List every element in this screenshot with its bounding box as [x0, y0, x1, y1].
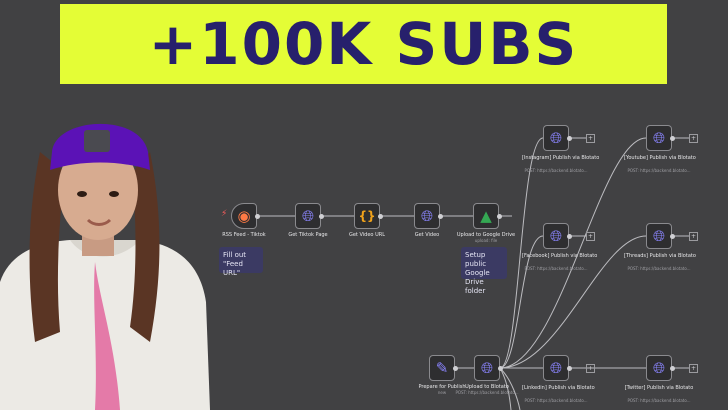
output-port[interactable] [438, 214, 443, 219]
add-node-plus-icon[interactable]: + [689, 232, 698, 241]
output-port[interactable] [567, 366, 572, 371]
node-subtitle: POST: https://backend.blotato... [455, 390, 519, 395]
output-port[interactable] [255, 214, 260, 219]
wire-to-threads [499, 235, 647, 369]
sticky-note-feed-url[interactable]: Fill out "Feed URL" [219, 247, 263, 277]
output-port[interactable] [378, 214, 383, 219]
node-subtitle: upload: file [474, 238, 498, 243]
globe-icon: 🌐︎ [301, 206, 314, 225]
output-port[interactable] [497, 214, 502, 219]
node-label: Get Tiktok Page [288, 232, 328, 238]
wire-to-instagram [499, 137, 544, 369]
node-instagram-publish[interactable]: 🌐︎ [543, 125, 569, 151]
output-port[interactable] [498, 366, 503, 371]
output-port[interactable] [453, 366, 458, 371]
wire-to-youtube [499, 137, 647, 369]
node-get-video-url[interactable]: {} [354, 203, 380, 229]
node-rss-feed[interactable]: ◉ [231, 203, 257, 229]
node-twitter-publish[interactable]: 🌐︎ [646, 355, 672, 381]
output-port[interactable] [670, 136, 675, 141]
node-linkedin-publish[interactable]: 🌐︎ [543, 355, 569, 381]
node-upload-blotato[interactable]: 🌐︎ [474, 355, 500, 381]
globe-icon: 🌐︎ [652, 358, 665, 377]
node-youtube-publish[interactable]: 🌐︎ [646, 125, 672, 151]
node-subtitle: POST: https://backend.blotato... [524, 398, 588, 403]
node-label: Upload to Blotato [465, 384, 509, 390]
node-label: Upload to Google Drive [456, 232, 516, 238]
node-get-tiktok-page[interactable]: 🌐︎ [295, 203, 321, 229]
subscriber-banner: +100K SUBS [60, 4, 667, 84]
node-subtitle: POST: https://backend.blotato... [627, 266, 691, 271]
wire-down-1 [499, 367, 521, 410]
globe-icon: 🌐︎ [652, 128, 665, 147]
output-port[interactable] [670, 234, 675, 239]
add-node-plus-icon[interactable]: + [586, 364, 595, 373]
google-drive-icon: ▲ [480, 206, 492, 225]
node-label: [Threads] Publish via Blotato [624, 253, 696, 259]
node-get-video[interactable]: 🌐︎ [414, 203, 440, 229]
banner-text: +100K SUBS [148, 10, 579, 78]
node-upload-google-drive[interactable]: ▲ [473, 203, 499, 229]
node-label: [Instagram] Publish via Blotato [522, 155, 600, 161]
node-subtitle: POST: https://backend.blotato... [627, 398, 691, 403]
node-prepare-publish[interactable]: ✎ [429, 355, 455, 381]
globe-icon: 🌐︎ [549, 358, 562, 377]
wire-to-facebook [499, 235, 544, 369]
add-node-plus-icon[interactable]: + [586, 134, 595, 143]
node-label: [Youtube] Publish via Blotato [624, 155, 696, 161]
output-port[interactable] [567, 234, 572, 239]
node-subtitle: POST: https://backend.blotato... [524, 168, 588, 173]
globe-icon: 🌐︎ [420, 206, 433, 225]
node-subtitle: new [437, 390, 447, 395]
add-node-plus-icon[interactable]: + [689, 364, 698, 373]
globe-icon: 🌐︎ [480, 358, 493, 377]
globe-icon: 🌐︎ [549, 128, 562, 147]
globe-icon: 🌐︎ [549, 226, 562, 245]
rss-icon: ◉ [237, 206, 251, 225]
node-label: [Facebook] Publish via Blotato [522, 253, 598, 259]
globe-icon: 🌐︎ [652, 226, 665, 245]
output-port[interactable] [670, 366, 675, 371]
json-braces-icon: {} [358, 209, 376, 223]
output-port[interactable] [319, 214, 324, 219]
node-label: [Twitter] Publish via Blotato [624, 385, 694, 391]
node-subtitle: POST: https://backend.blotato... [524, 266, 588, 271]
node-label: Get Video [414, 232, 440, 238]
add-node-plus-icon[interactable]: + [586, 232, 595, 241]
trigger-bolt-icon: ⚡ [221, 209, 228, 219]
node-label: Prepare for Publish [418, 384, 466, 390]
node-label: RSS Feed - Tiktok [222, 232, 266, 238]
node-threads-publish[interactable]: 🌐︎ [646, 223, 672, 249]
wire-down-2 [499, 367, 512, 410]
add-node-plus-icon[interactable]: + [689, 134, 698, 143]
pencil-icon: ✎ [435, 358, 449, 377]
node-subtitle: POST: https://backend.blotato... [627, 168, 691, 173]
node-facebook-publish[interactable]: 🌐︎ [543, 223, 569, 249]
node-label: Get Video URL [348, 232, 386, 238]
node-label: [Linkedin] Publish via Blotato [522, 385, 595, 391]
sticky-note-google-drive[interactable]: Setup public Google Drive folder [461, 247, 507, 295]
presenter-webcam [0, 123, 210, 410]
output-port[interactable] [567, 136, 572, 141]
